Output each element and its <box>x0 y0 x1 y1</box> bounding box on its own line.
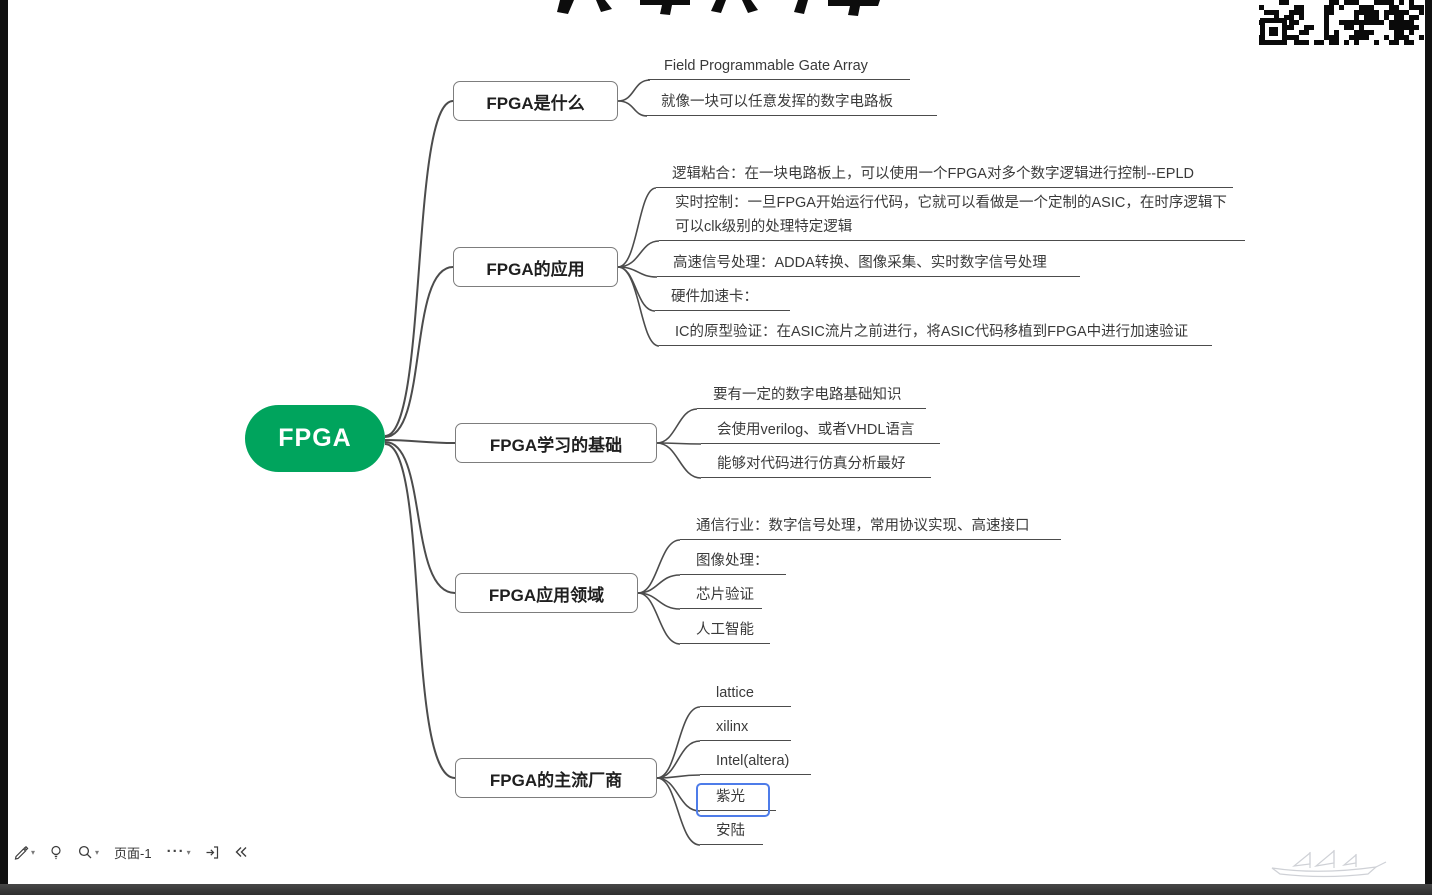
branch-what-is-fpga[interactable]: FPGA是什么 <box>453 81 618 121</box>
frame-edge-right <box>1425 0 1432 895</box>
lamp-button[interactable] <box>45 842 67 862</box>
leaf-node[interactable]: 能够对代码进行仿真分析最好 <box>701 452 931 478</box>
magnifier-icon <box>78 845 92 859</box>
leaf-node[interactable]: lattice <box>700 681 791 707</box>
leaf-node[interactable]: 硬件加速卡： <box>655 285 790 311</box>
status-toolbar: ▾ ▾ 页面-1 ··· ▾ <box>10 839 252 865</box>
leaf-node-selected[interactable]: 紫光 <box>700 785 776 811</box>
leaf-node[interactable]: Field Programmable Gate Array <box>648 54 910 80</box>
leaf-node[interactable]: 逻辑粘合：在一块电路板上，可以使用一个FPGA对多个数字逻辑进行控制--EPLD <box>656 162 1233 188</box>
branch-vendors[interactable]: FPGA的主流厂商 <box>455 758 657 798</box>
leaf-node[interactable]: IC的原型验证：在ASIC流片之前进行，将ASIC代码移植到FPGA中进行加速验… <box>659 320 1212 346</box>
branch-learning-basics[interactable]: FPGA学习的基础 <box>455 423 657 463</box>
export-button[interactable] <box>201 842 223 862</box>
leaf-node[interactable]: xilinx <box>700 715 791 741</box>
export-icon <box>206 846 218 859</box>
leaf-node[interactable]: 人工智能 <box>680 618 770 644</box>
leaf-node[interactable]: 安陆 <box>700 819 763 845</box>
zoom-button[interactable]: ▾ <box>74 842 102 862</box>
pencil-icon <box>14 845 29 860</box>
more-pages-button[interactable]: ··· ▾ <box>164 843 194 860</box>
leaf-node[interactable]: Intel(altera) <box>700 749 811 775</box>
leaf-node[interactable]: 通信行业：数字信号处理，常用协议实现、高速接口 <box>680 514 1061 540</box>
chevron-down-icon: ▾ <box>95 847 100 857</box>
watermark-ship <box>1264 848 1394 883</box>
frame-edge-left <box>0 0 8 895</box>
double-chevron-left-icon <box>235 847 247 857</box>
branch-application-fields[interactable]: FPGA应用领域 <box>455 573 638 613</box>
page-label: 页面-1 <box>114 845 152 861</box>
page-tab[interactable]: 页面-1 <box>109 841 157 864</box>
bulb-icon <box>51 845 61 860</box>
leaf-node[interactable]: 图像处理： <box>680 549 786 575</box>
leaf-node[interactable]: 实时控制：一旦FPGA开始运行代码，它就可以看做是一个定制的ASIC，在时序逻辑… <box>659 191 1245 241</box>
leaf-node[interactable]: 会使用verilog、或者VHDL语言 <box>701 418 940 444</box>
collapse-toolbar-button[interactable] <box>230 842 252 862</box>
qr-code <box>1258 0 1425 46</box>
more-icon: ··· <box>166 843 185 860</box>
frame-edge-bottom <box>0 884 1432 895</box>
chevron-down-icon: ▾ <box>186 847 191 857</box>
chevron-down-icon: ▾ <box>31 847 36 857</box>
leaf-node[interactable]: 就像一块可以任意发挥的数字电路板 <box>645 90 937 116</box>
leaf-node[interactable]: 芯片验证 <box>680 583 762 609</box>
pen-button[interactable]: ▾ <box>10 842 38 862</box>
clipped-title-strokes <box>0 0 1432 17</box>
leaf-node[interactable]: 高速信号处理：ADDA转换、图像采集、实时数字信号处理 <box>657 251 1080 277</box>
root-node[interactable]: FPGA <box>245 405 385 472</box>
leaf-node[interactable]: 要有一定的数字电路基础知识 <box>697 383 926 409</box>
branch-applications[interactable]: FPGA的应用 <box>453 247 618 287</box>
selection-box <box>696 783 770 817</box>
